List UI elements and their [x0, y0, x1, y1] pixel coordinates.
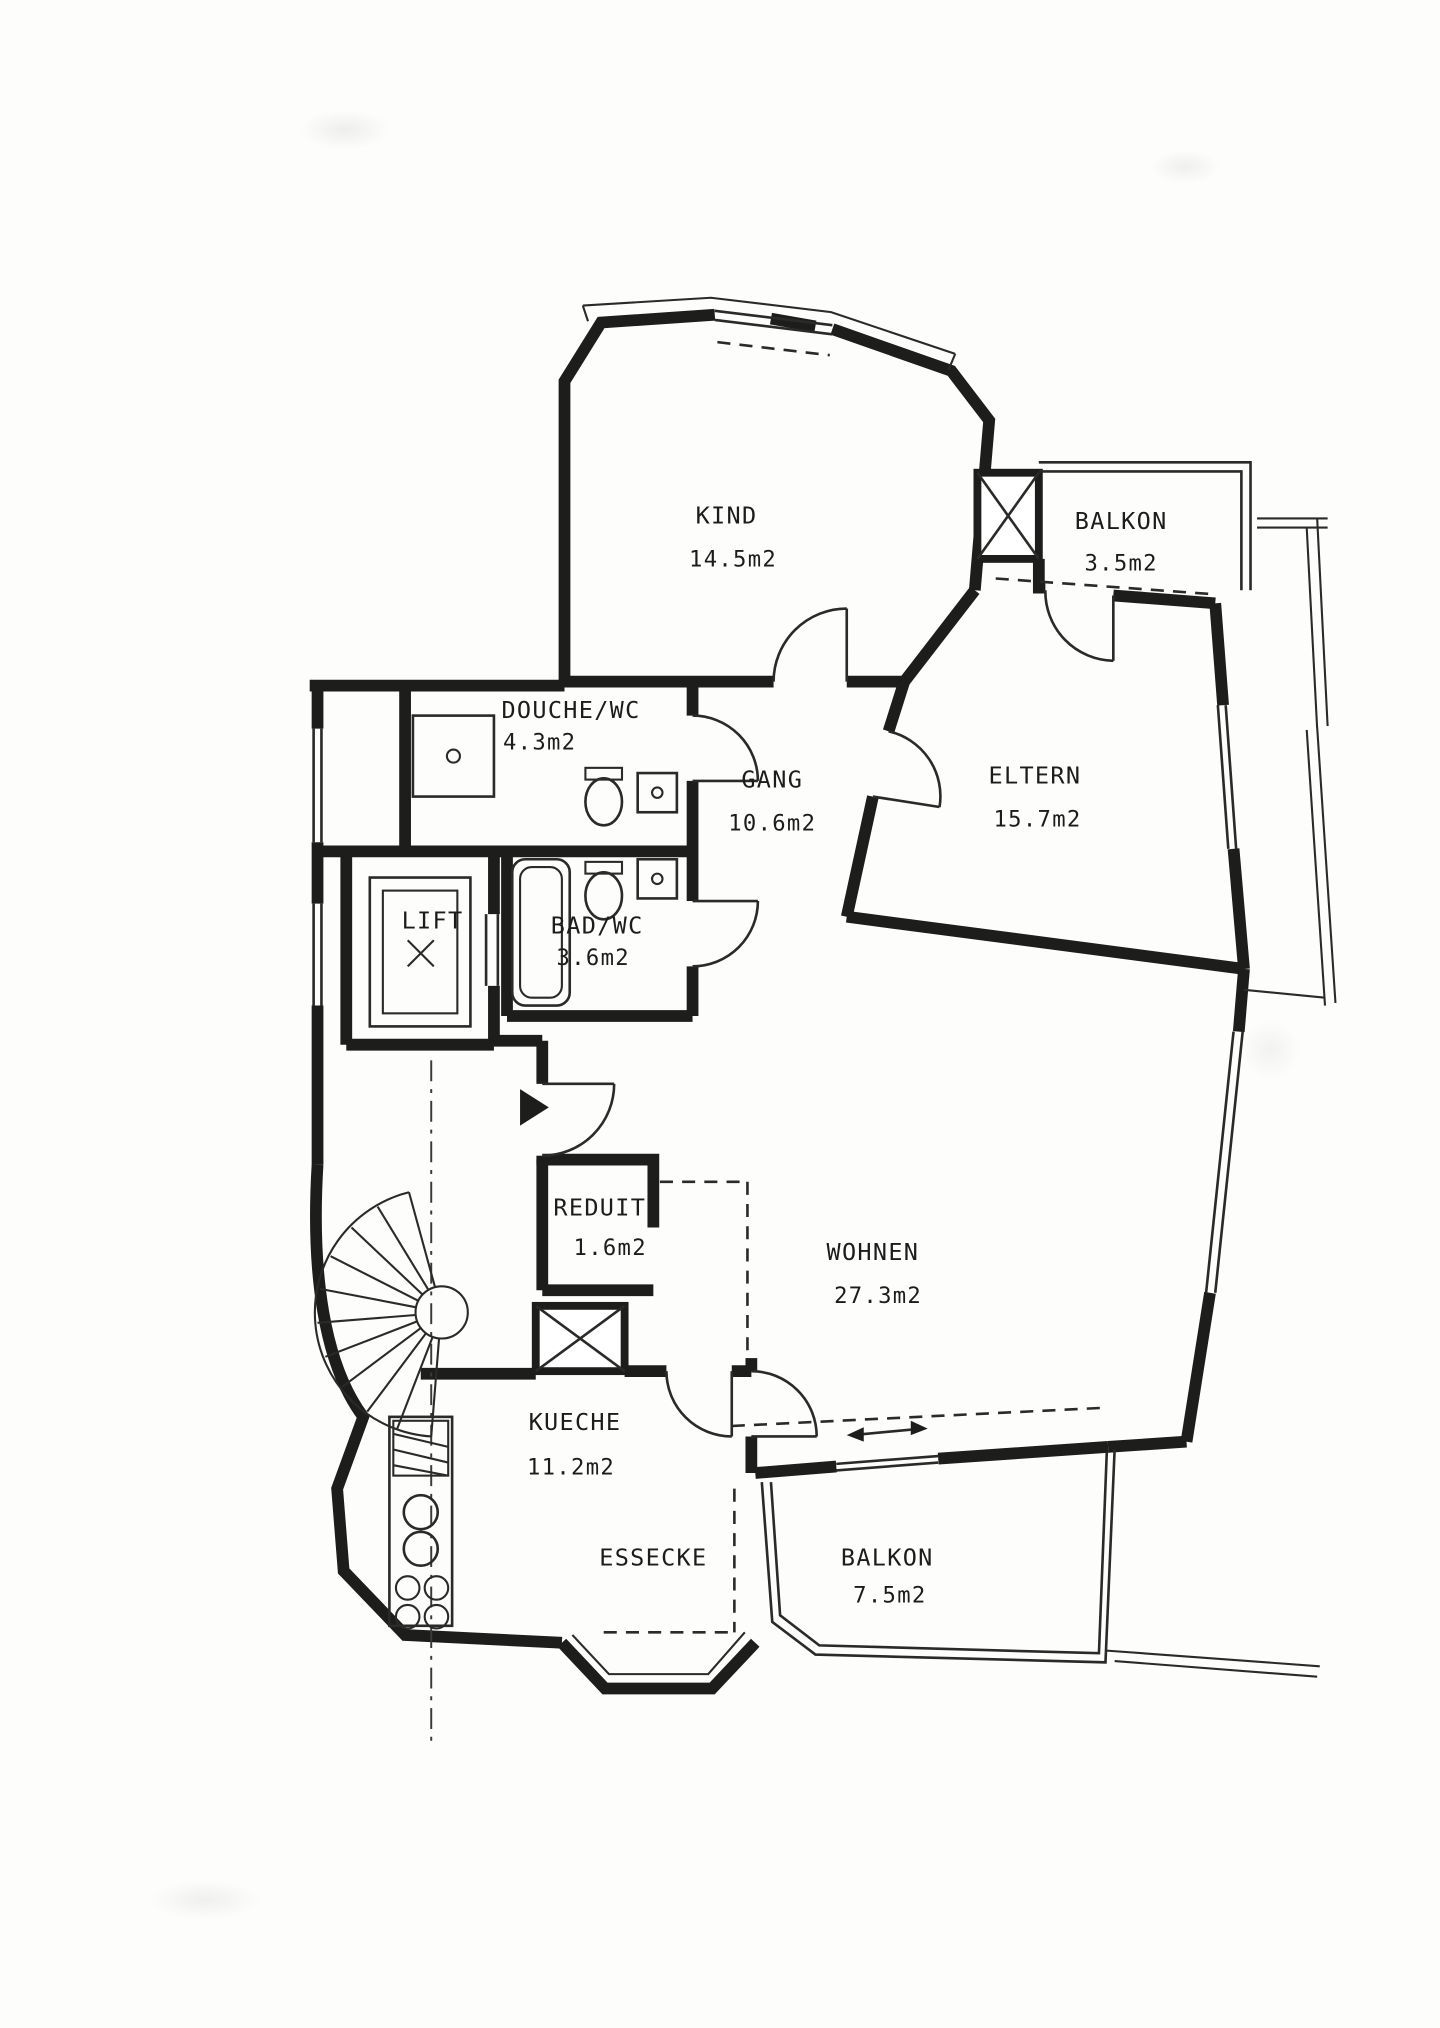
windows-and-railings: [312, 296, 1337, 1678]
room-label-kueche: KUECHE: [529, 1408, 622, 1436]
stove-burner-icon: [423, 1575, 450, 1601]
room-label-bad-wc: BAD/WC: [551, 912, 644, 940]
spiral-staircase: [313, 1191, 469, 1438]
slider-arrow-icon: [846, 1420, 928, 1442]
room-label-douche-wc: DOUCHE/WC: [501, 696, 640, 724]
shower-icon: [411, 714, 496, 798]
room-label-balkon-bottom: BALKON: [841, 1544, 934, 1572]
room-area-bad-wc: 3.6m2: [557, 945, 630, 971]
room-area-kueche: 11.2m2: [527, 1454, 615, 1480]
room-labels: KIND 14.5m2 BALKON 3.5m2 DOUCHE/WC 4.3m2…: [402, 502, 1168, 1609]
room-label-wohnen: WOHNEN: [827, 1238, 920, 1266]
room-area-wohnen: 27.3m2: [834, 1283, 922, 1309]
room-label-gang: GANG: [741, 765, 803, 793]
stove-burner-icon: [394, 1603, 421, 1630]
room-label-essecke: ESSECKE: [599, 1544, 707, 1572]
shaft-hatch-box-top: [973, 468, 1043, 563]
room-area-douche-wc: 4.3m2: [503, 730, 576, 756]
stove-burner-icon: [423, 1603, 450, 1630]
shaft-hatch-box-kitchen: [531, 1301, 629, 1376]
bathtub-icon: [510, 857, 572, 1007]
door-arcs: [520, 590, 1115, 1438]
douche-wc-fixtures: [584, 766, 679, 827]
dashed-lines: [430, 340, 1213, 1744]
room-label-eltern: ELTERN: [989, 762, 1082, 790]
sink-bowl-icon: [402, 1493, 440, 1531]
room-area-kind: 14.5m2: [689, 547, 777, 573]
room-area-balkon-bottom: 7.5m2: [853, 1582, 926, 1608]
room-label-balkon-top: BALKON: [1075, 507, 1168, 535]
room-label-reduit: REDUIT: [553, 1194, 646, 1222]
lift-car: [368, 876, 472, 1028]
kitchen-counter: [388, 1415, 454, 1630]
stove-burner-icon: [394, 1575, 421, 1601]
bad-wc-fixtures: [584, 857, 679, 921]
room-area-reduit: 1.6m2: [574, 1235, 647, 1261]
sink-bowl-icon: [402, 1530, 440, 1568]
entry-door-marker: [520, 1089, 549, 1126]
room-area-balkon-top: 3.5m2: [1084, 551, 1157, 577]
room-label-kind: KIND: [696, 502, 758, 530]
room-area-gang: 10.6m2: [728, 811, 816, 837]
room-area-eltern: 15.7m2: [994, 807, 1082, 833]
room-label-lift: LIFT: [402, 906, 464, 934]
